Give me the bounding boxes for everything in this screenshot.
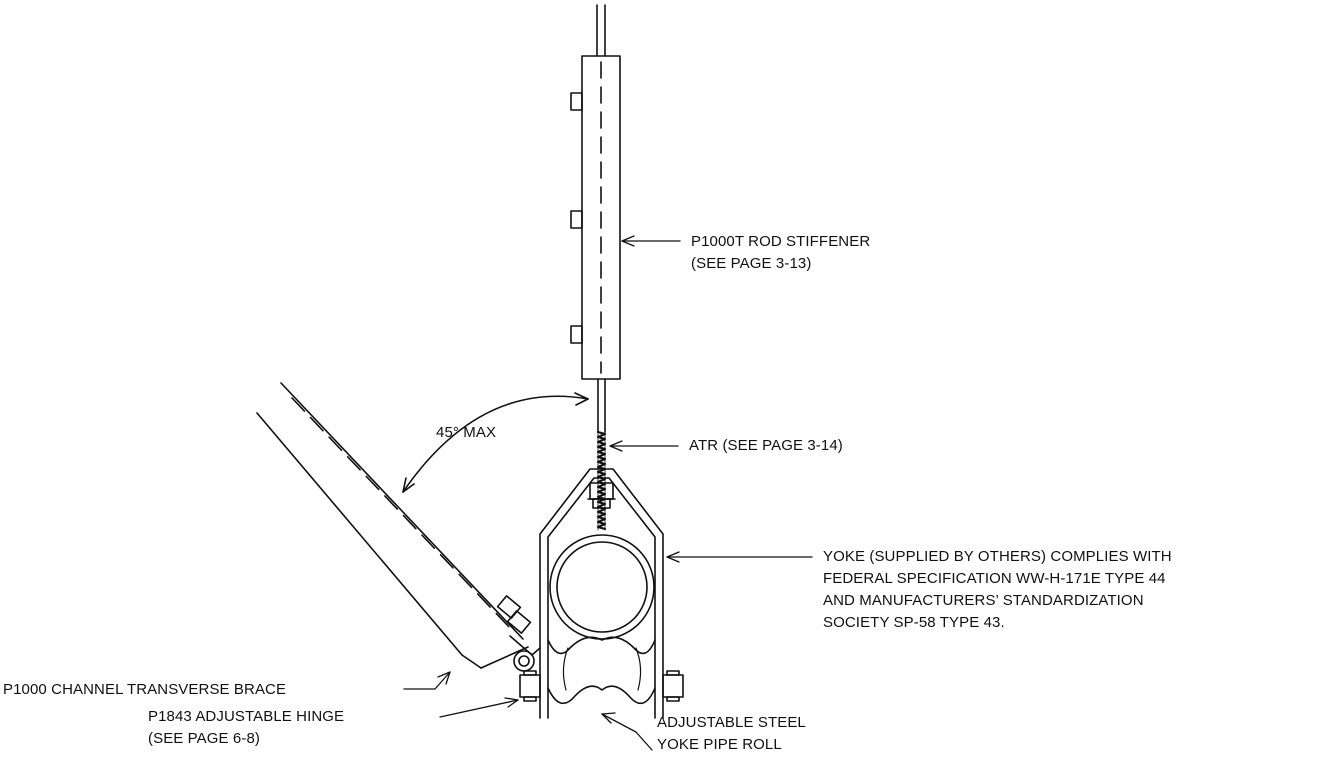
yoke-label-line-2: FEDERAL SPECIFICATION WW-H-171E TYPE 44	[823, 570, 1166, 587]
leader-lines	[403, 235, 813, 751]
atr-label: ATR (SEE PAGE 3-14)	[689, 437, 843, 454]
rod-stiffener-label: P1000T ROD STIFFENER (SEE PAGE 3-13)	[691, 231, 870, 275]
hinge-label-line-2: (SEE PAGE 6-8)	[148, 730, 260, 747]
pipe	[549, 534, 655, 640]
rod-stiffener-label-line-1: P1000T ROD STIFFENER	[691, 233, 871, 250]
pipe-roll	[519, 636, 684, 705]
yoke-label-line-4: SOCIETY SP-58 TYPE 43.	[823, 614, 1005, 631]
pipe-roll-label-line-2: YOKE PIPE ROLL	[657, 736, 782, 753]
rod-stiffener-label-line-2: (SEE PAGE 3-13)	[691, 255, 812, 272]
pipe-roll-label: ADJUSTABLE STEEL YOKE PIPE ROLL	[657, 712, 806, 756]
angle-indicator	[402, 392, 589, 493]
yoke-label-line-3: AND MANUFACTURERS’ STANDARDIZATION	[823, 592, 1144, 609]
yoke-label-line-1: YOKE (SUPPLIED BY OTHERS) COMPLIES WITH	[823, 548, 1172, 565]
hinge-label: P1843 ADJUSTABLE HINGE (SEE PAGE 6-8)	[148, 706, 344, 750]
threaded-rod	[596, 378, 607, 531]
adjustable-hinge	[496, 595, 541, 672]
top-hanger-rod	[596, 4, 606, 57]
pipe-roll-label-line-1: ADJUSTABLE STEEL	[657, 714, 806, 731]
channel-brace-label: P1000 CHANNEL TRANSVERSE BRACE	[3, 681, 287, 698]
yoke	[539, 468, 664, 719]
yoke-label: YOKE (SUPPLIED BY OTHERS) COMPLIES WITH …	[823, 546, 1172, 634]
hinge-label-line-1: P1843 ADJUSTABLE HINGE	[148, 708, 345, 725]
angle-label: 45° MAX	[436, 424, 497, 441]
channel-brace	[256, 382, 529, 669]
rod-stiffener	[570, 55, 621, 380]
